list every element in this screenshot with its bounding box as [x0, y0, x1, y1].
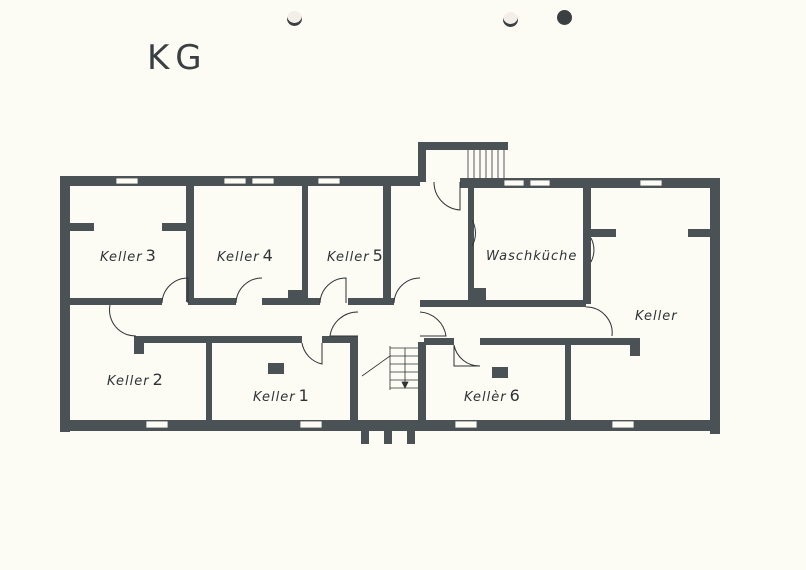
punch-hole-right	[557, 10, 572, 25]
punch-hole-middle	[503, 12, 518, 27]
punch-hole-left	[287, 11, 302, 26]
room-label-keller: Keller	[635, 309, 678, 324]
floor-title: KG	[147, 38, 208, 78]
room-label-waschkueche: Waschküche	[486, 249, 578, 264]
